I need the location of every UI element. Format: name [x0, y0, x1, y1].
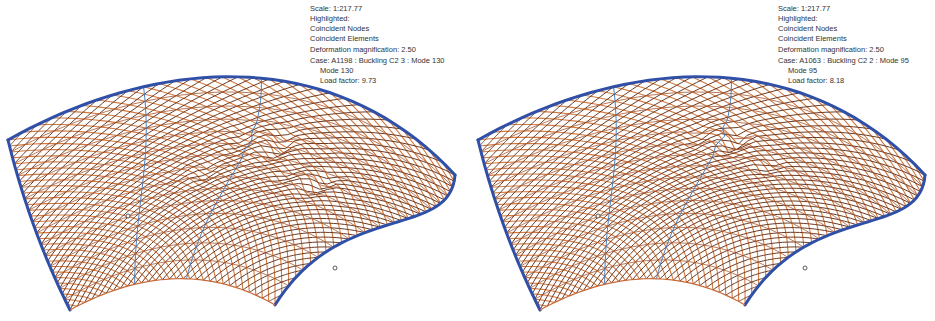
grid-member: [527, 119, 858, 283]
grid-member: [497, 203, 674, 280]
grid-member: [495, 141, 891, 214]
grid-member: [612, 192, 891, 282]
grid-member: [19, 95, 112, 181]
grid-member: [11, 125, 37, 152]
annotation-text: Mode 130: [320, 66, 353, 75]
grid-member: [217, 242, 342, 282]
grid-member: [511, 188, 835, 244]
grid-member: [713, 263, 781, 289]
grid-member: [99, 166, 448, 296]
grid-member: [50, 98, 345, 266]
grid-member: [489, 95, 582, 181]
annotation-text: Deformation magnification: 2.50: [778, 45, 884, 54]
boundary-arch: [478, 77, 925, 175]
boundary-arch: [8, 77, 455, 175]
support-marker: [803, 266, 807, 270]
grid-member: [619, 197, 885, 282]
grid-member: [37, 177, 381, 234]
annotation-text: Scale: 1:217.77: [310, 4, 362, 13]
grid-member: [92, 162, 451, 299]
grid-member: [687, 242, 812, 282]
annotation-text: Deformation magnification: 2.50: [310, 45, 416, 54]
grid-member: [656, 78, 731, 279]
grid-member: [243, 263, 311, 289]
support-marker: [333, 266, 337, 270]
grid-member: [530, 243, 773, 289]
grid-member: [25, 142, 421, 214]
grid-member: [547, 153, 924, 306]
grid-member: [41, 188, 365, 244]
annotation-text: Coincident Nodes: [310, 24, 369, 33]
grid-member: [65, 260, 289, 299]
annotation-text: Load factor: 8.18: [788, 76, 844, 85]
grid-member: [230, 252, 326, 286]
grid-member: [700, 252, 796, 286]
grid-member: [706, 257, 788, 287]
grid-member: [639, 210, 864, 279]
grid-member: [535, 260, 759, 299]
grid-member: [186, 78, 261, 279]
boundary-arch: [478, 140, 540, 310]
grid-member: [32, 165, 394, 222]
grid-member: [249, 270, 303, 292]
grid-member: [478, 137, 745, 305]
grid-member: [176, 214, 387, 279]
grid-member: [169, 210, 394, 279]
grid-member: [646, 214, 857, 279]
grid-member: [719, 270, 773, 292]
grid-member: [555, 158, 923, 303]
grid-member: [106, 170, 444, 293]
support-marker: [126, 214, 130, 218]
support-marker: [596, 214, 600, 218]
grid-member: [591, 180, 907, 289]
annotation-text: Coincident Elements: [778, 34, 847, 43]
grid-member: [488, 119, 911, 203]
grid-member: [62, 132, 416, 294]
grid-member: [481, 125, 507, 152]
grid-member: [85, 158, 453, 303]
grid-edge: [70, 279, 275, 310]
grid-member: [535, 137, 900, 299]
grid-member: [13, 118, 52, 158]
grid-member: [236, 257, 318, 287]
grid-member: [626, 201, 879, 280]
annotation-text: Case: A1063 : Buckling C2 2 : Mode 95: [778, 56, 909, 65]
boundary-arch: [745, 175, 925, 305]
grid-edge: [540, 279, 745, 310]
grid-member: [330, 93, 426, 212]
grid-member: [77, 153, 454, 306]
grid-member: [121, 179, 437, 288]
annotation-text: Mode 95: [788, 66, 817, 75]
grid-member: [605, 87, 617, 285]
grid-member: [65, 138, 430, 300]
grid-member: [532, 132, 886, 294]
grid-member: [507, 177, 851, 233]
grid-member: [8, 137, 275, 305]
boundary-arch: [8, 140, 70, 310]
grid-member: [60, 243, 303, 289]
grid-member: [520, 98, 815, 266]
annotation-text: Coincident Nodes: [778, 24, 837, 33]
grid-member: [483, 118, 522, 158]
grid-member: [27, 203, 204, 280]
annotation-text: Coincident Elements: [310, 34, 379, 43]
grid-member: [576, 171, 914, 293]
annotation-text: Case: A1198 : Buckling C2 3 : Mode 130: [310, 56, 445, 65]
gridshell-panel: [478, 77, 925, 310]
annotation-text: Highlighted:: [778, 14, 818, 23]
annotation-text: Scale: 1:217.77: [778, 4, 830, 13]
grid-member: [156, 201, 409, 281]
gridshell-panel: [8, 77, 455, 310]
grid-member: [135, 87, 147, 285]
boundary-arch: [275, 175, 455, 305]
grid-member: [142, 192, 421, 283]
grid-member: [562, 162, 921, 299]
grid-member: [149, 196, 415, 281]
grid-member: [502, 166, 864, 223]
annotation-text: Load factor: 9.73: [320, 76, 376, 85]
annotation-text: Highlighted:: [310, 14, 350, 23]
